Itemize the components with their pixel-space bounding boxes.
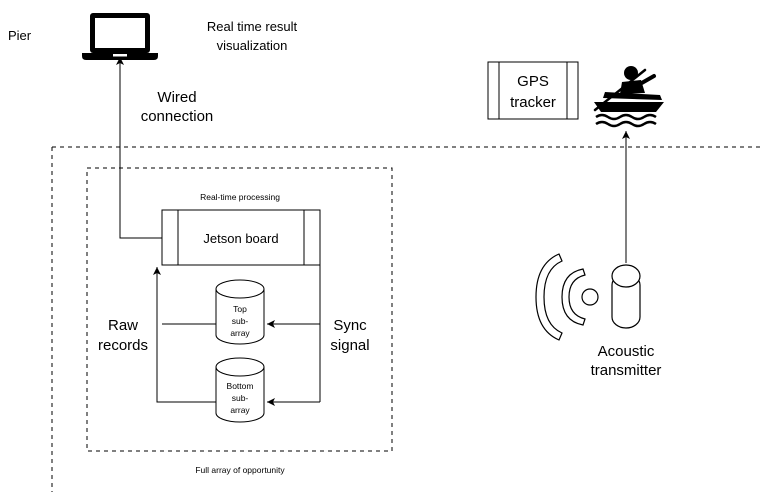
jetson-board: [161, 209, 321, 266]
pier-label: Pier: [8, 28, 32, 43]
laptop-icon: [82, 13, 158, 60]
acoustic-transmitter-label-line1: Acoustic: [598, 343, 655, 360]
raw-records-label-line1: Raw: [108, 317, 138, 334]
bottom-subarray-label-line1: Bottom: [227, 381, 254, 391]
full-array-label: Full array of opportunity: [195, 465, 285, 475]
top-subarray-label-line2: sub-: [232, 316, 249, 326]
gps-tracker-label-line2: tracker: [510, 94, 556, 111]
acoustic-signal-icon: [535, 253, 599, 341]
acoustic-transmitter: [611, 264, 641, 329]
top-subarray-label-line1: Top: [233, 304, 247, 314]
gps-tracker-label-line1: GPS: [517, 73, 549, 90]
gps-tracker-box: [487, 61, 579, 120]
pier-boundary: [51, 146, 761, 492]
top-subarray-cylinder: [215, 279, 265, 345]
bottom-subarray-label-line2: sub-: [232, 393, 249, 403]
sync-signal-label-line1: Sync: [333, 317, 367, 334]
visualization-label-line1: Real time result: [207, 19, 298, 34]
top-subarray-label-line3: array: [230, 328, 250, 338]
bottom-subarray-cylinder: [215, 357, 265, 423]
sync-signal-label-line2: signal: [330, 337, 369, 354]
wired-connection-arrow: [116, 57, 162, 239]
raw-records-line-bottom: [153, 267, 216, 403]
acoustic-transmitter-label-line2: transmitter: [591, 362, 662, 379]
wired-connection-label-line1: Wired: [157, 89, 196, 106]
visualization-label-line2: visualization: [217, 38, 288, 53]
realtime-processing-label: Real-time processing: [200, 192, 280, 202]
wired-connection-label-line2: connection: [141, 108, 214, 125]
raw-records-label-line2: records: [98, 337, 148, 354]
bottom-subarray-label-line3: array: [230, 405, 250, 415]
full-array-box: [86, 167, 393, 452]
jetson-board-label: Jetson board: [203, 231, 278, 246]
rowing-boat-icon: [593, 66, 664, 128]
